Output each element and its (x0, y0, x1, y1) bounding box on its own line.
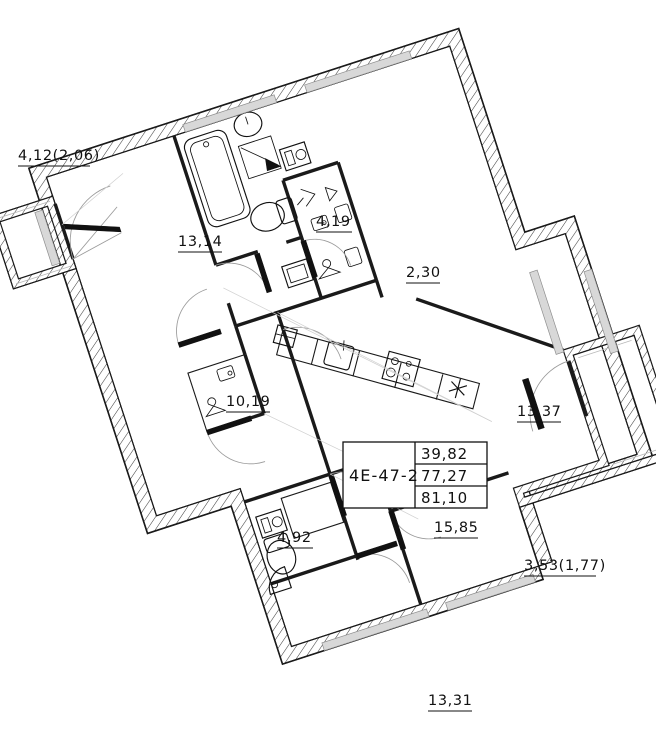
apartment-code: 4E-47-2 (349, 466, 419, 485)
balcony-top-left (0, 185, 122, 290)
room-area-label: 13,37 (517, 404, 562, 420)
room-label-bedroom-top-left: 13,14 (178, 234, 223, 253)
room-label-wardrobe-wc: 2,30 (406, 265, 441, 284)
room-label-bedroom-right: 13,37 (517, 404, 562, 423)
room-area-label: 13,31 (428, 693, 473, 709)
apartment-info-table: 4E-47-2 39,82 77,27 81,10 (342, 441, 488, 509)
windows (34, 50, 619, 651)
info-table-row-apartment-area: 77,27 (421, 467, 468, 485)
kitchen-counter (272, 324, 481, 410)
room-area-label: 4,92 (277, 530, 312, 546)
doors (176, 238, 442, 583)
room-label-balcony-top-left: 4,12(2,06) (18, 148, 100, 167)
interior-partitions (172, 135, 564, 605)
extractor-star-icon (448, 378, 468, 399)
room-label-bathroom-second: 4,92 (277, 530, 313, 549)
room-area-label: 15,85 (434, 520, 479, 536)
room-label-balcony-right: 3,53(1,77) (524, 558, 606, 577)
bathroom-second-fixtures (255, 481, 345, 596)
room-area-label: 3,53(1,77) (524, 558, 606, 574)
room-area-label: 4,19 (316, 214, 351, 230)
room-area-label: 4,12(2,06) (18, 148, 100, 164)
room-label-bathroom-main: 4,19 (316, 214, 352, 233)
balcony-right (512, 324, 656, 508)
room-area-label: 10,19 (226, 394, 271, 410)
info-table-row-living-area: 39,82 (421, 445, 468, 463)
bathroom-main-fixtures (183, 111, 312, 232)
plan-rotation-group (0, 27, 656, 666)
room-label-living-kitchen: 15,85 (434, 520, 479, 539)
room-label-hall-corridor: 10,19 (226, 394, 271, 413)
room-area-label: 13,14 (178, 234, 223, 250)
info-table-row-total-area: 81,10 (421, 489, 468, 507)
room-area-label: 2,30 (406, 265, 441, 281)
toilet-icon (250, 196, 298, 232)
room-label-bedroom-bottom: 13,31 (428, 693, 473, 712)
